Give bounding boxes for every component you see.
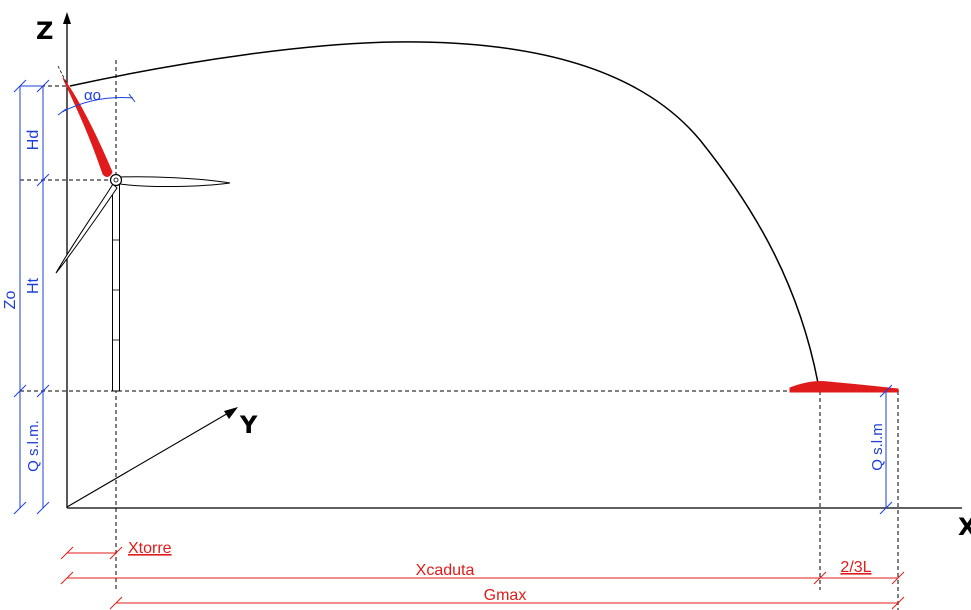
vertical-dimensions (13, 79, 893, 515)
turbine-blade-right (119, 176, 231, 188)
xtorre-label: Xtorre (128, 540, 172, 557)
fallen-blade (789, 381, 899, 393)
horizontal-dimensions (60, 546, 905, 610)
blade-direction-line (57, 65, 67, 83)
q-slm-left-label: Q s.l.m. (25, 420, 42, 472)
launch-angle-label: αo (84, 87, 101, 104)
detached-blade (62, 77, 113, 177)
wind-turbine (55, 77, 231, 392)
q-slm-right-label: Q s.l.m (869, 423, 886, 471)
two-thirds-l-label: 2/3L (840, 559, 871, 576)
x-axis-label: X (958, 513, 971, 541)
z-axis-label: Z (36, 17, 53, 45)
launch-angle-arc (57, 93, 136, 116)
y-axis-line (66, 411, 231, 508)
zo-label: Zo (2, 291, 19, 310)
turbine-blade-lower-left (55, 183, 118, 274)
blade-trajectory-curve (69, 41, 819, 384)
ht-label: Ht (25, 277, 42, 294)
turbine-hub-center (113, 177, 119, 183)
reference-lines (20, 60, 900, 610)
z-axis-arrowhead (63, 12, 71, 24)
xcaduta-label: Xcaduta (416, 562, 475, 579)
y-axis-arrowhead (224, 407, 238, 419)
turbine-tower (112, 183, 120, 392)
y-axis-label: Y (239, 411, 258, 439)
gmax-label: Gmax (484, 587, 527, 604)
hd-label: Hd (25, 130, 42, 150)
axes (63, 12, 962, 509)
